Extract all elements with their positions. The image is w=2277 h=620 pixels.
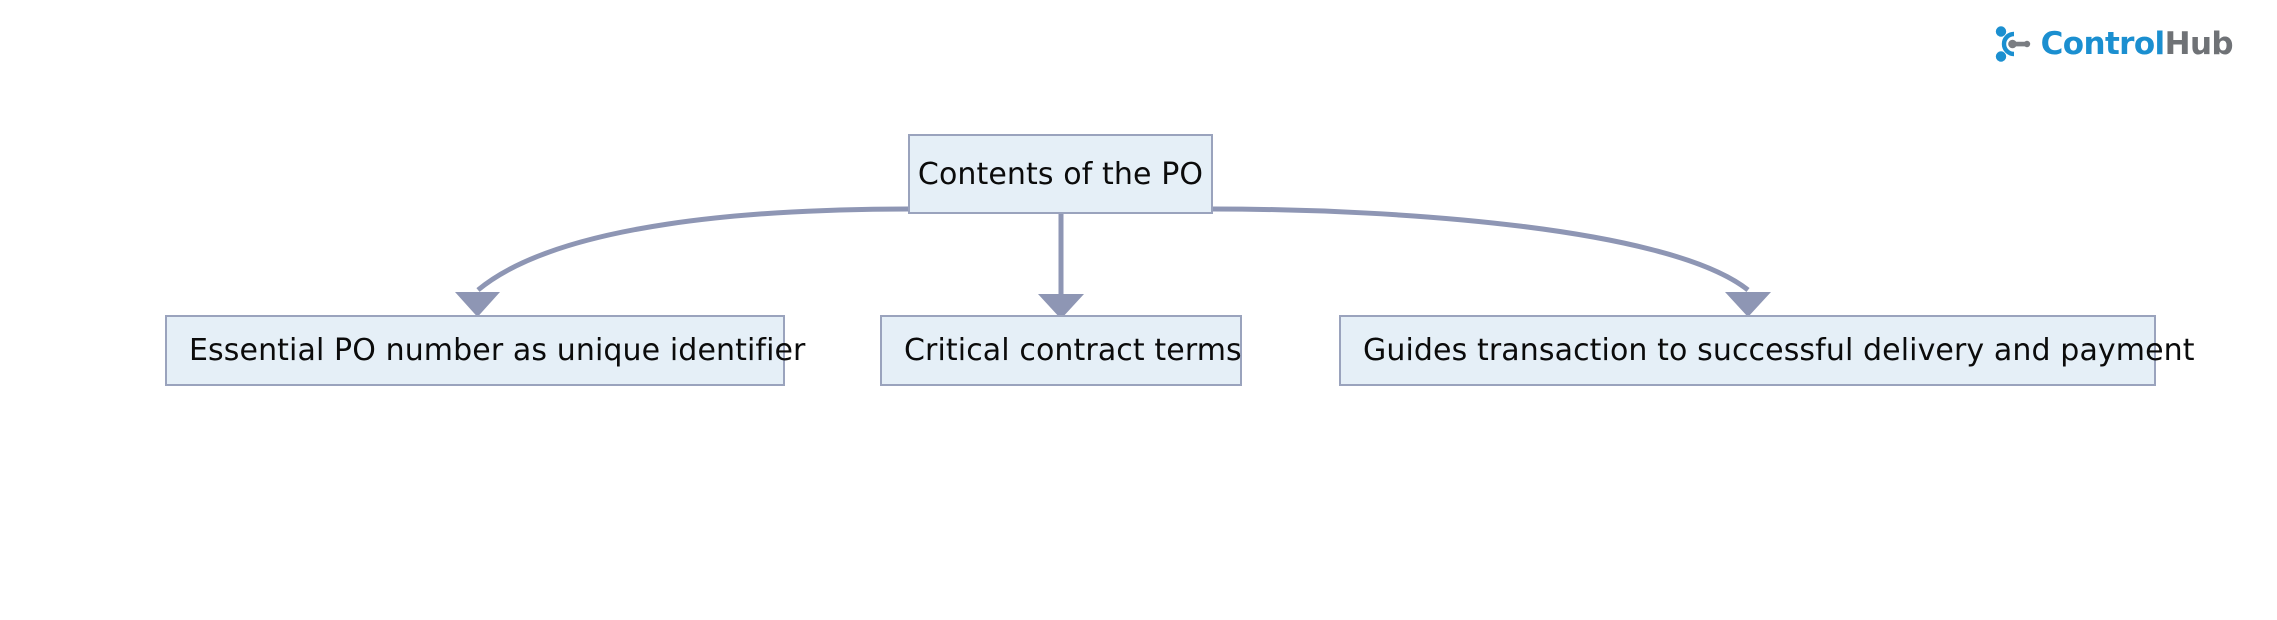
edge-root-to-c3 [1212,206,1750,292]
brand-wordmark: ControlHub [2040,25,2234,62]
controlhub-logo: ControlHub [1992,22,2234,66]
brand-name-primary: Control [2040,25,2166,62]
node-essential-po-number-label: Essential PO number as unique identifier [189,333,806,368]
node-root-label: Contents of the PO [917,156,1204,192]
node-guides-transaction-label: Guides transaction to successful deliver… [1363,333,2195,368]
node-essential-po-number[interactable]: Essential PO number as unique identifier [165,315,805,386]
arrowhead-c3 [1725,292,1771,317]
node-root[interactable]: Contents of the PO [908,134,1213,214]
edge-root-to-c1 [476,206,909,292]
node-guides-transaction[interactable]: Guides transaction to successful deliver… [1339,315,2195,386]
controlhub-node-icon [1995,26,2030,62]
brand-name-secondary: Hub [2164,25,2234,62]
node-critical-contract-terms-label: Critical contract terms [904,333,1242,368]
node-critical-contract-terms[interactable]: Critical contract terms [880,315,1242,386]
arrowhead-c1 [455,292,500,317]
